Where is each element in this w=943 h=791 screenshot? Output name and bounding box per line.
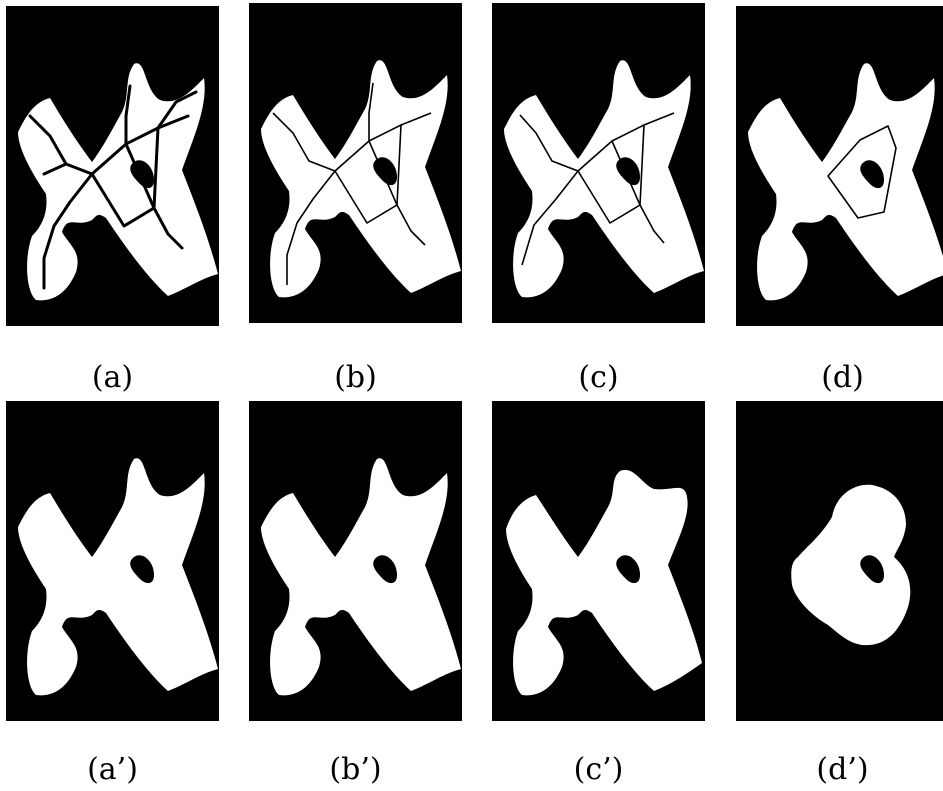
reconstruction-image-b-prime bbox=[249, 401, 462, 721]
panel-b bbox=[249, 3, 462, 323]
panel-d-prime bbox=[736, 401, 943, 721]
reconstruction-image-c-prime bbox=[492, 401, 705, 721]
panel-c-prime bbox=[492, 401, 705, 721]
caption-d: (d) bbox=[736, 360, 943, 396]
skeleton-image-a bbox=[6, 6, 219, 326]
skeleton-image-b bbox=[249, 3, 462, 323]
panel-b-prime bbox=[249, 401, 462, 721]
skeleton-image-d bbox=[736, 6, 943, 326]
panel-c bbox=[492, 3, 705, 323]
caption-b: (b) bbox=[249, 360, 462, 396]
panel-d bbox=[736, 6, 943, 326]
reconstruction-image-a-prime bbox=[6, 401, 219, 721]
reconstruction-image-d-prime bbox=[736, 401, 943, 721]
caption-a-prime: (a’) bbox=[6, 752, 219, 788]
caption-d-prime: (d’) bbox=[736, 752, 943, 788]
skeleton-image-c bbox=[492, 3, 705, 323]
panel-a bbox=[6, 6, 219, 326]
panel-a-prime bbox=[6, 401, 219, 721]
caption-b-prime: (b’) bbox=[249, 752, 462, 788]
caption-a: (a) bbox=[6, 360, 219, 396]
caption-c: (c) bbox=[492, 360, 705, 396]
caption-c-prime: (c’) bbox=[492, 752, 705, 788]
